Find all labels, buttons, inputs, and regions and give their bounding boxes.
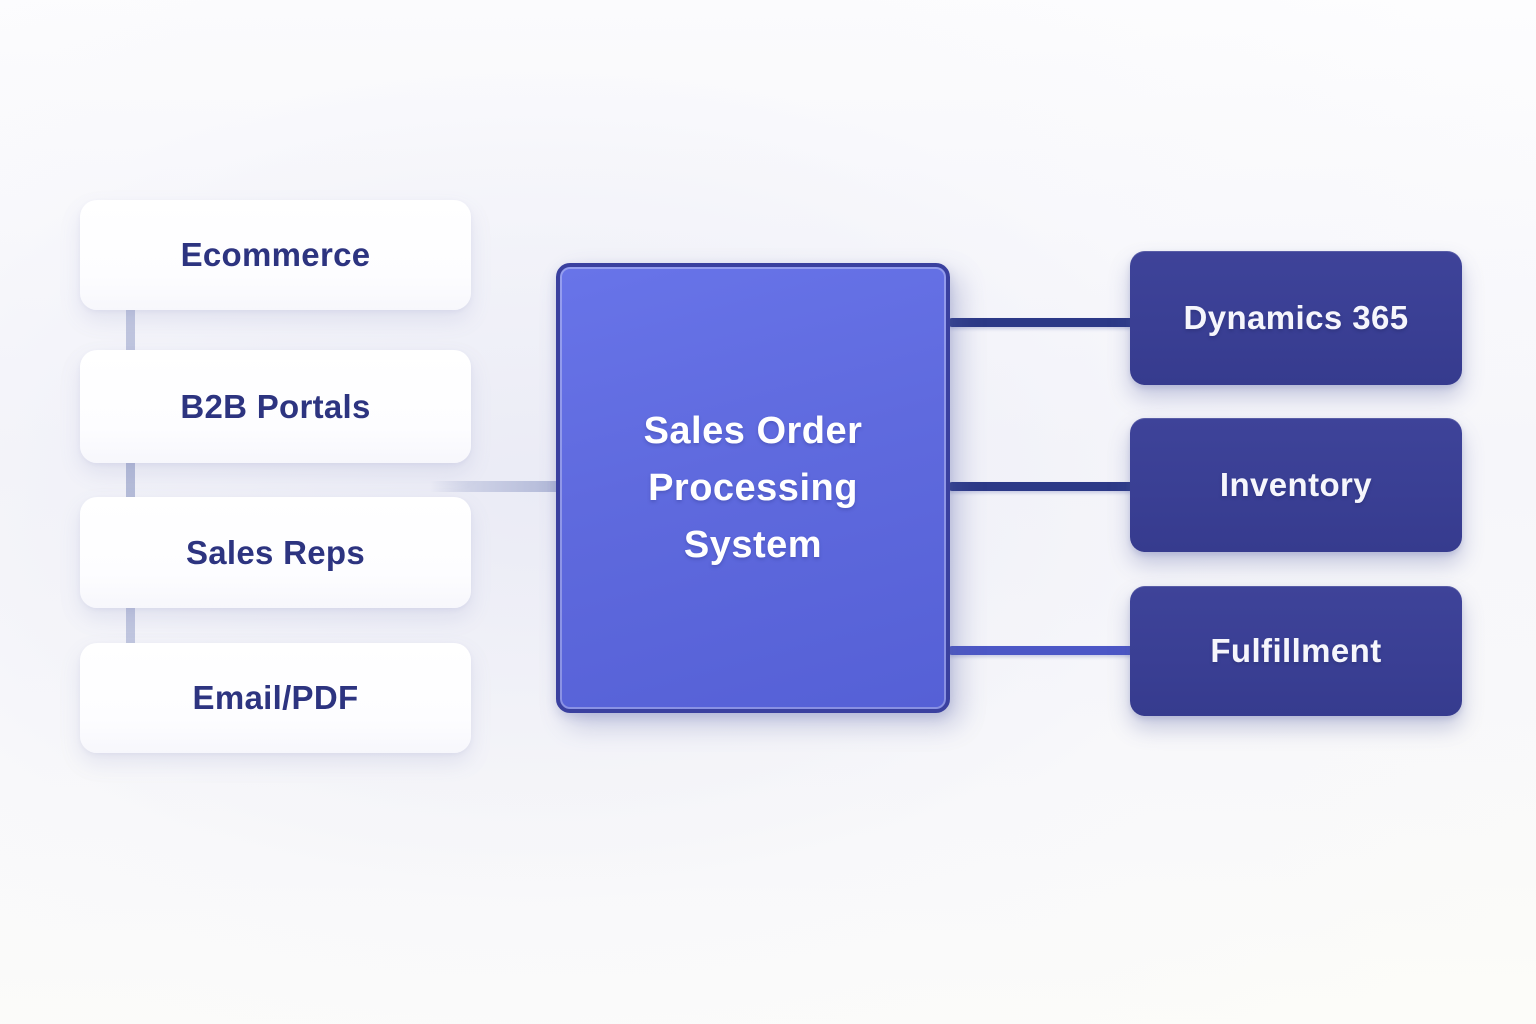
node-sales-reps: Sales Reps xyxy=(80,497,471,608)
center-node-label-line-2: Processing xyxy=(648,466,858,509)
node-inventory: Inventory xyxy=(1130,418,1462,552)
node-inventory-label: Inventory xyxy=(1219,466,1373,503)
node-sales-reps-label: Sales Reps xyxy=(185,533,366,571)
node-ecommerce-label: Ecommerce xyxy=(180,236,371,273)
source-spine-connector xyxy=(126,255,135,698)
node-sales-order-processing-system: Sales Order Processing System xyxy=(556,263,950,713)
node-b2b-portals-label: B2B Portals xyxy=(180,387,371,425)
node-email-pdf: Email/PDF xyxy=(80,643,471,753)
node-b2b-portals: B2B Portals xyxy=(80,350,471,463)
connector-center-to-dynamics365 xyxy=(948,318,1134,327)
connector-sources-to-center xyxy=(430,481,557,492)
connector-center-to-fulfillment xyxy=(948,646,1134,655)
node-ecommerce: Ecommerce xyxy=(80,200,471,310)
center-node-label-line-3: System xyxy=(683,523,823,566)
node-email-pdf-label: Email/PDF xyxy=(192,679,359,716)
node-fulfillment-label: Fulfillment xyxy=(1210,632,1382,669)
node-dynamics-365: Dynamics 365 xyxy=(1130,251,1462,385)
center-node-label-line-1: Sales Order xyxy=(643,409,863,452)
node-fulfillment: Fulfillment xyxy=(1130,586,1462,716)
connector-center-to-inventory xyxy=(948,482,1134,491)
node-dynamics-365-label: Dynamics 365 xyxy=(1183,299,1409,336)
